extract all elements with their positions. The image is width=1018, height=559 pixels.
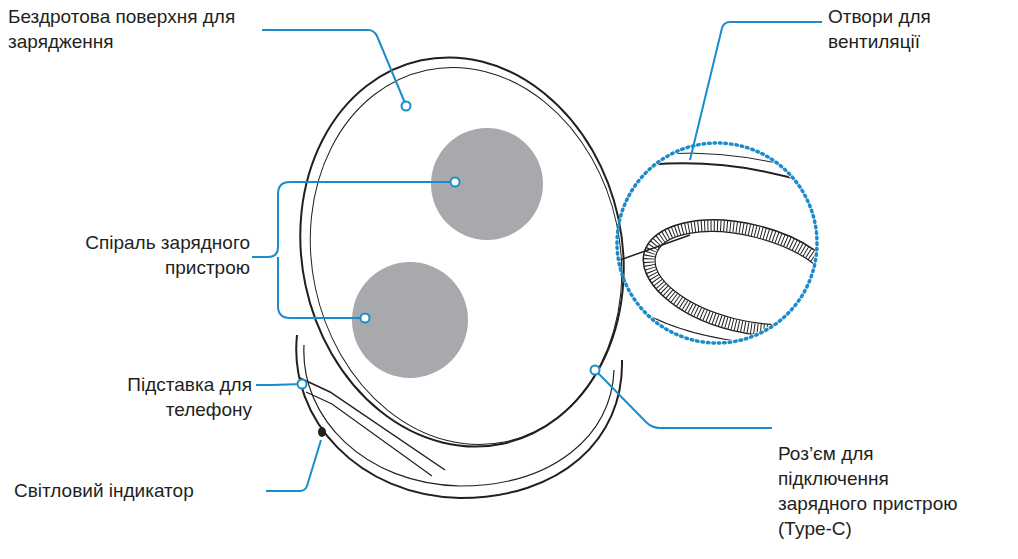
part-label: Світловий індикатор <box>14 478 264 503</box>
charger-coil <box>431 128 543 240</box>
part-label: Бездротова поверхня для зарядження <box>8 4 238 54</box>
part-label: Підставка для телефону <box>52 372 252 422</box>
pad-rim <box>276 38 656 474</box>
part-label: Спіраль зарядного пристрою <box>30 230 250 280</box>
vent-detail <box>610 153 859 355</box>
leader-lines <box>252 22 822 491</box>
charger-coil <box>352 262 468 378</box>
zoom-circle <box>617 143 817 343</box>
charging-pad <box>265 27 660 477</box>
leader-dots <box>298 102 600 389</box>
part-label: Роз’єм для підключення зарядного пристро… <box>778 441 978 541</box>
part-label: Отвори для вентиляції <box>828 4 978 54</box>
light-indicator <box>318 427 326 437</box>
